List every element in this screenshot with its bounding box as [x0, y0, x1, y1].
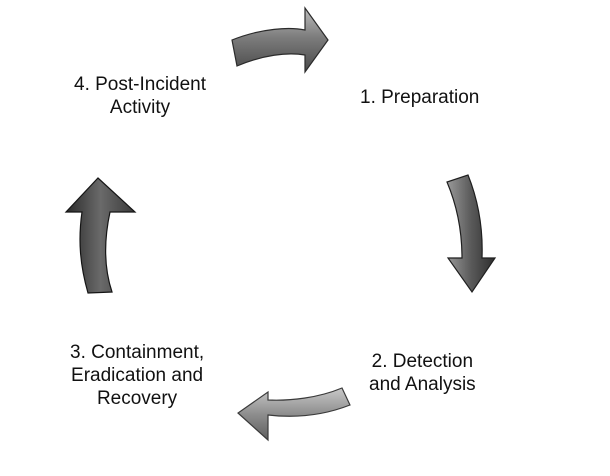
arrow-to-containment — [237, 387, 351, 442]
stage-post-incident-label: 4. Post-Incident Activity — [74, 73, 206, 119]
stage-post-incident-line-1: 4. Post-Incident — [74, 74, 207, 95]
stage-detection-line-1: 2. Detection — [371, 351, 474, 372]
stage-containment-line-2: Eradication and — [71, 365, 204, 386]
arrow-to-detection — [446, 174, 497, 294]
stage-containment-label: 3. Containment, Eradication and Recovery — [70, 341, 204, 410]
stage-detection-label: 2. Detection and Analysis — [369, 350, 476, 396]
stage-containment-line-3: Recovery — [96, 388, 178, 409]
arrow-to-preparation — [231, 6, 329, 74]
stage-detection-line-2: and Analysis — [369, 374, 476, 395]
stage-preparation-line-1: 1. Preparation — [360, 87, 480, 108]
stage-post-incident-line-2: Activity — [109, 97, 171, 118]
arrow-to-post-incident — [64, 177, 137, 294]
stage-preparation-label: 1. Preparation — [360, 86, 479, 109]
stage-containment-line-1: 3. Containment, — [70, 342, 205, 363]
